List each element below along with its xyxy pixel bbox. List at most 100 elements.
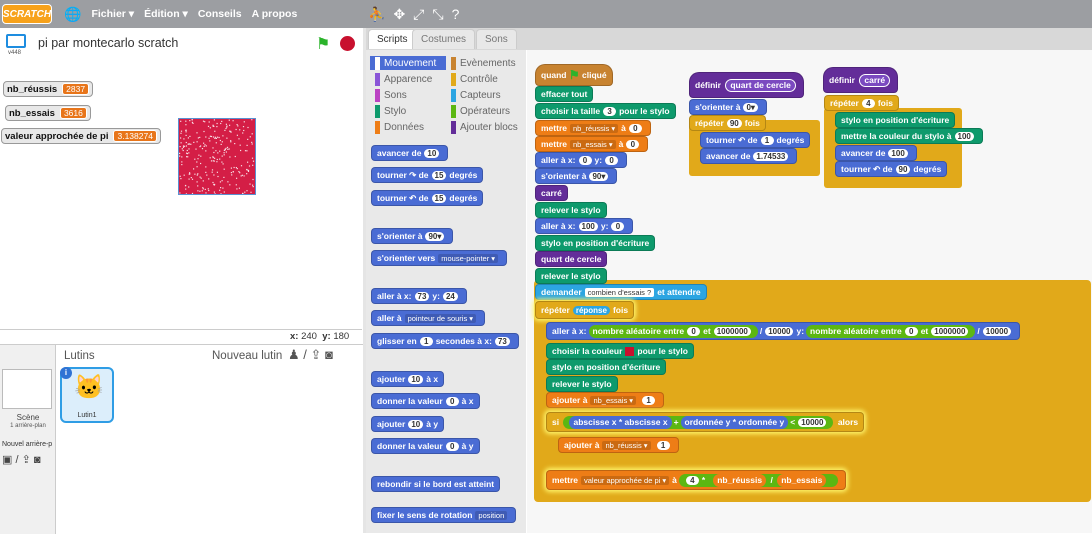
upload-icon[interactable]: ⇪ <box>311 347 322 362</box>
script-area[interactable]: quand ⚑ cliqué effacer tout choisir la t… <box>527 50 1092 533</box>
stop-icon[interactable] <box>340 36 355 51</box>
upload-icon[interactable]: ⇪ <box>22 454 31 466</box>
cut-icon[interactable]: ✥ <box>393 6 405 23</box>
paint-icon[interactable]: / <box>303 347 307 362</box>
sprite-thumbnail[interactable]: i 🐱 Lutin1 <box>60 367 114 423</box>
block-if[interactable]: si abscisse x * abscisse x + ordonnée y … <box>546 412 864 432</box>
tab-costumes[interactable]: Costumes <box>412 29 475 49</box>
help-icon[interactable]: ? <box>452 6 460 23</box>
block-pen-up[interactable]: relever le stylo <box>535 268 607 284</box>
category-looks[interactable]: Apparence <box>370 72 446 86</box>
shrink-icon[interactable]: ⤡ <box>432 6 443 23</box>
scene-thumbnail[interactable] <box>2 369 52 409</box>
paint-icon[interactable]: / <box>15 454 18 466</box>
op-less-than[interactable]: abscisse x * abscisse x + ordonnée y * o… <box>563 416 833 429</box>
op-mul[interactable]: ordonnée y * ordonnée y <box>681 416 789 429</box>
monitor-pi[interactable]: valeur approchée de pi 3.138274 <box>1 128 161 144</box>
block-bounce[interactable]: rebondir si le bord est atteint <box>371 476 500 492</box>
menu-about[interactable]: A propos <box>252 8 298 20</box>
duplicate-icon[interactable]: ⛹ <box>368 6 385 23</box>
op-mul[interactable]: 4* nb_réussis / nb_essais <box>679 474 838 487</box>
block-call-square[interactable]: carré <box>535 185 568 201</box>
category-data[interactable]: Données <box>370 120 446 134</box>
camera-icon[interactable]: ◙ <box>34 454 41 466</box>
block-call-quarter-circle[interactable]: quart de cercle <box>535 251 607 267</box>
category-more-blocks[interactable]: Ajouter blocs <box>446 120 522 134</box>
menu-edit[interactable]: Édition ▾ <box>144 8 188 20</box>
block-pen-down[interactable]: stylo en position d'écriture <box>535 235 655 251</box>
info-icon[interactable]: i <box>60 367 72 379</box>
op-div[interactable]: nb_réussis / nb_essais <box>707 474 832 487</box>
category-sound[interactable]: Sons <box>370 88 446 102</box>
color-swatch[interactable] <box>625 347 634 356</box>
tab-scripts[interactable]: Scripts <box>368 29 417 49</box>
block-pen-up[interactable]: relever le stylo <box>546 376 618 392</box>
image-icon[interactable]: ▣ <box>2 454 12 466</box>
grow-icon[interactable]: ⤢ <box>413 6 424 23</box>
monitor-nb-reussis[interactable]: nb_réussis 2837 <box>3 81 93 97</box>
tab-sounds[interactable]: Sons <box>476 29 517 49</box>
category-events[interactable]: Evènements <box>446 56 522 70</box>
project-title[interactable]: pi par montecarlo scratch <box>38 36 178 50</box>
green-flag-icon[interactable]: ⚑ <box>316 34 330 54</box>
stage[interactable]: nb_réussis 2837 nb_essais 3616 valeur ap… <box>0 60 362 330</box>
block-clear[interactable]: effacer tout <box>535 86 593 102</box>
block-pen-down[interactable]: stylo en position d'écriture <box>546 359 666 375</box>
op-mul[interactable]: abscisse x * abscisse x <box>569 416 671 429</box>
library-icon[interactable]: ♟ <box>288 347 300 362</box>
menu-tips[interactable]: Conseils <box>198 8 242 20</box>
fullscreen-icon[interactable] <box>6 34 26 48</box>
category-motion[interactable]: Mouvement <box>370 56 446 70</box>
category-operators[interactable]: Opérateurs <box>446 104 522 118</box>
category-sensing[interactable]: Capteurs <box>446 88 522 102</box>
category-control[interactable]: Contrôle <box>446 72 522 86</box>
category-pen[interactable]: Stylo <box>370 104 446 118</box>
camera-icon[interactable]: ◙ <box>325 347 333 362</box>
menu-file[interactable]: Fichier ▾ <box>91 8 134 20</box>
block-pen-up[interactable]: relever le stylo <box>535 202 607 218</box>
monitor-nb-essais[interactable]: nb_essais 3616 <box>5 105 91 121</box>
block-pen-down[interactable]: stylo en position d'écriture <box>835 112 955 128</box>
scratch-logo[interactable]: SCRATCH <box>2 4 52 24</box>
when-flag-clicked[interactable]: quand ⚑ cliqué <box>535 64 613 86</box>
define-square[interactable]: définir carré <box>823 67 898 93</box>
define-quarter-circle[interactable]: définir quart de cercle <box>689 72 804 98</box>
globe-icon[interactable]: 🌐 <box>64 6 81 23</box>
